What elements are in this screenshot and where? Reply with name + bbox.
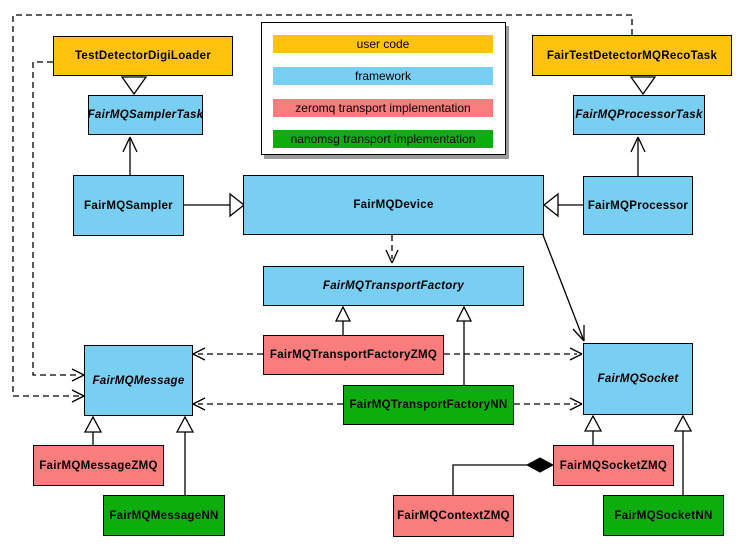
node-fairmqcontextzmq: FairMQContextZMQ [393,495,514,537]
edge-sampler-device [184,192,246,218]
edge-factoryzmq-factory [334,305,352,335]
node-fairmqtransportfactorynn: FairMQTransportFactoryNN [343,385,514,425]
edge-processor-processortask [630,136,646,176]
node-fairmqmessagezmq: FairMQMessageZMQ [33,445,164,486]
node-fairmqsocket: FairMQSocket [583,343,693,415]
edge-messagezmq-message [83,415,103,445]
edge-recotask-processortask [629,76,657,96]
legend-item-zeromq: zeromq transport implementation [273,99,493,117]
node-fairmqprocessortask: FairMQProcessorTask [573,95,705,135]
edge-messagenn-message [175,415,195,495]
edge-socketnn-socket [673,414,693,495]
edge-socketzmq-contextzmq [452,457,555,495]
node-fairmqtransportfactoryzmq: FairMQTransportFactoryZMQ [263,335,444,375]
edge-digiloader-samplertask [120,76,148,96]
node-fairmqsamplertask: FairMQSamplerTask [88,95,203,135]
node-testdetectordigiloader: TestDetectorDigiLoader [53,36,233,76]
edge-factoryzmq-message [192,347,263,361]
node-fairtestdetectormqrecotask: FairTestDetectorMQRecoTask [532,35,732,76]
node-fairmqsocketzmq: FairMQSocketZMQ [553,445,674,486]
edge-device-transportfactory [385,235,399,264]
legend-item-framework: framework [273,67,493,85]
edge-sampler-samplertask [122,136,138,175]
edge-processor-device [542,192,583,218]
edge-factorynn-socket [514,397,583,411]
node-fairmqmessagenn: FairMQMessageNN [103,495,225,536]
edge-device-socket [542,234,585,342]
legend-item-nanomsg: nanomsg transport implementation [273,130,493,148]
edge-recotask-message [12,14,633,403]
legend-item-user-code: user code [273,35,493,53]
edge-factorynn-factory [455,305,473,385]
node-fairmqsampler: FairMQSampler [73,175,184,236]
node-fairmqdevice: FairMQDevice [243,175,544,235]
node-fairmqsocketnn: FairMQSocketNN [603,495,724,536]
edge-socketzmq-socket [583,414,603,445]
edge-digiloader-message [32,61,85,382]
node-fairmqmessage: FairMQMessage [84,345,193,416]
node-fairmqprocessor: FairMQProcessor [583,176,693,235]
edge-factoryzmq-socket [444,347,583,361]
edge-factorynn-message [192,397,343,411]
legend: user code framework zeromq transport imp… [261,22,506,155]
node-fairmqtransportfactory: FairMQTransportFactory [263,266,524,306]
